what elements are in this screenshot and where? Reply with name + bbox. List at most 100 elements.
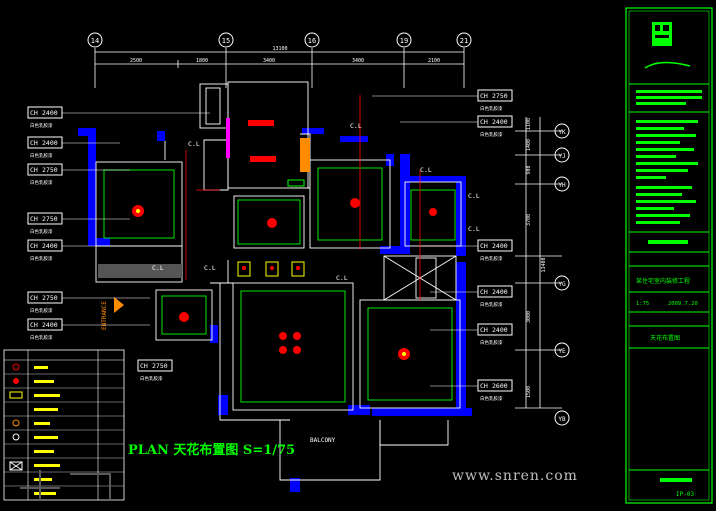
grid-label-14: 14 [91,37,99,45]
fixtures [98,95,437,360]
ceiling-height-tag: CH 2400 白色乳胶漆 [27,136,63,159]
entrance-label: ENTRANCE [101,301,108,330]
ceiling-height-tag: CH 2750 白色乳胶漆 [137,359,173,382]
vdim-4: 3700 [526,214,532,226]
legend-wall-lamp-icon [12,419,20,427]
grid-label-yh: YH [558,182,566,189]
watermark-text: www.snren.com [452,468,578,484]
svg-text:CH: CH [480,382,488,390]
svg-text:CH: CH [480,326,488,334]
wall-segment [88,238,110,246]
entry-ceiling [155,289,213,341]
svg-text:白色乳胶漆: 白色乳胶漆 [30,152,53,159]
svg-text:白色乳胶漆: 白色乳胶漆 [30,255,53,262]
centerline-labels: C.L C.L C.L C.L C.L C.L C.L C.L [152,122,480,282]
chandelier-icon [293,346,301,354]
grid-axes [94,48,562,409]
vdim-3: 900 [526,165,532,174]
vdim-1: 1100 [526,118,532,130]
walls [78,128,472,492]
svg-text:白色乳胶漆: 白色乳胶漆 [480,255,503,262]
svg-text:2750: 2750 [42,166,58,174]
wall-segment [218,395,228,415]
ceiling-height-tag: CH 2400 白色乳胶漆 [477,115,513,138]
svg-text:2400: 2400 [42,321,58,329]
grid-label-yk: YK [558,129,566,136]
scale-value: 1:75 [636,301,649,307]
entrance-arrow-icon [114,297,124,313]
ceiling-height-tag: CH 2750 白色乳胶漆 [27,291,63,314]
wall-segment [380,246,402,254]
svg-text:白色乳胶漆: 白色乳胶漆 [30,179,53,186]
dim-4: 3400 [352,58,364,64]
grid-label-yg: YG [558,281,566,288]
wall-segment [88,128,96,246]
overall-width-dim: 13100 [272,46,287,52]
ceiling-height-tag: CH 2400 白色乳胶漆 [477,239,513,262]
ceiling-height-tag: CH 2750 白色乳胶漆 [27,163,63,186]
svg-text:CH: CH [30,321,38,329]
grid-bubble-19 [396,32,412,48]
vdim-5: 3000 [526,311,532,323]
dim-2: 1800 [196,58,208,64]
date-value: 2009.7.20 [668,301,698,307]
drawing-title: PLAN 天花布置图 S=1/75 [128,443,296,458]
svg-text:CH: CH [480,118,488,126]
grid-bubble-yg [554,275,570,291]
ceiling-height-tag: CH 2400 白色乳胶漆 [477,285,513,308]
grid-label-yj: YJ [558,153,565,160]
bedroom-1-ceiling [95,161,183,247]
svg-text:C.L: C.L [204,264,216,272]
svg-text:2400: 2400 [492,326,508,334]
room-outlines [95,81,462,481]
dimension-text: 13100 2500 1800 3400 3400 2100 1100 1400… [130,46,547,398]
svg-text:CH: CH [480,242,488,250]
svg-text:CH: CH [480,288,488,296]
legend-ceiling-light-icon [13,378,19,384]
hatched-panel [300,138,310,172]
svg-text:C.L: C.L [350,122,362,130]
wall-segment [210,325,218,343]
drawing-name: 天花布置图 [650,334,680,342]
svg-text:白色乳胶漆: 白色乳胶漆 [30,334,53,341]
legend-spotlight-icon [9,391,23,399]
grid-label-15: 15 [222,37,230,45]
grid-label-yb: YB [558,416,566,423]
ceiling-height-tag: CH 2600 白色乳胶漆 [477,379,513,402]
watermark-logo [20,470,111,500]
svg-text:白色乳胶漆: 白色乳胶漆 [30,228,53,235]
svg-text:2600: 2600 [492,382,508,390]
svg-text:2400: 2400 [42,242,58,250]
svg-text:CH: CH [30,109,38,117]
svg-text:CH: CH [30,215,38,223]
kitchen-light-icon [248,120,274,126]
sheet-number: IP-03 [676,491,694,498]
grid-bubble-14 [87,32,103,48]
svg-text:2400: 2400 [492,288,508,296]
balcony-label: BALCONY [310,437,336,444]
grid-bubble-yk [554,123,570,139]
grid-bubble-yb [554,410,570,426]
svg-text:C.L: C.L [188,140,200,148]
vdim-2: 1400 [526,139,532,151]
svg-text:2750: 2750 [42,215,58,223]
grid-label-ye: YE [558,348,566,355]
svg-text:C.L: C.L [152,264,164,272]
svg-text:2750: 2750 [492,92,508,100]
wall-segment [157,131,165,141]
dim-1: 2500 [130,58,142,64]
svg-text:白色乳胶漆: 白色乳胶漆 [480,339,503,346]
dim-5: 2100 [428,58,440,64]
grid-bubble-21 [456,32,472,48]
leader-lines [62,95,478,387]
ceiling-tags-right: CH 2750 白色乳胶漆 CH 2400 白色乳胶漆 CH 2400 白色乳胶… [477,89,513,402]
wall-segment [302,128,324,134]
svg-text:CH: CH [480,92,488,100]
living-room-ceiling [232,282,354,411]
legend-exhaust-fan-icon [9,461,23,471]
grid-label-16: 16 [308,37,316,45]
svg-text:白色乳胶漆: 白色乳胶漆 [480,395,503,402]
ceiling-height-tag: CH 2400 白色乳胶漆 [27,318,63,341]
